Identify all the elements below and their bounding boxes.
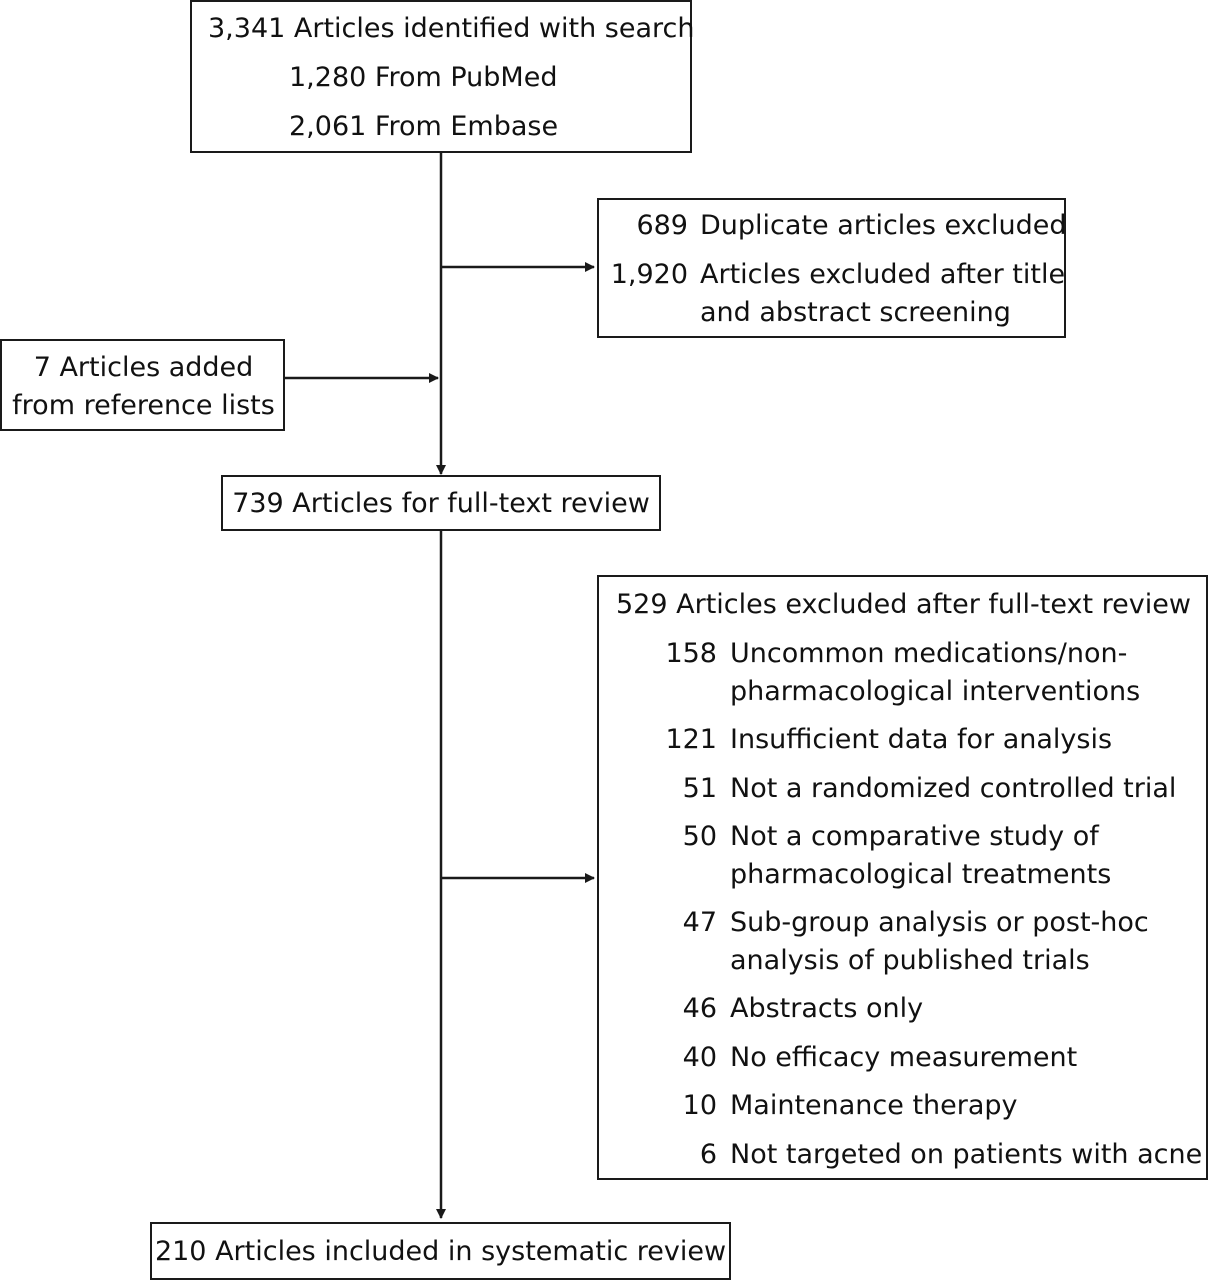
fulltext-review-box: 739 Articles for full-text review [221,475,661,531]
duplicates-count: 689 [636,210,688,241]
reason-label: Maintenance therapy [730,1090,1018,1121]
added-articles-box: 7 Articles added from reference lists [0,339,285,431]
reason-label-cont: pharmacological interventions [730,676,1141,707]
excluded-fulltext-header: 529 Articles excluded after full-text re… [616,589,1191,620]
excluded-screening-box: 689 Duplicate articles excluded 1,920 Ar… [597,198,1067,338]
fulltext-label: 739 Articles for full-text review [232,488,650,519]
reason-count: 46 [682,993,717,1024]
reason-label: No efficacy measurement [730,1042,1078,1073]
reason-count: 47 [682,907,717,938]
reason-label: Insufficient data for analysis [730,724,1113,755]
search-total: 3,341 Articles identified with search [208,13,695,44]
reason-count: 40 [682,1042,717,1073]
reason-count: 51 [682,773,717,804]
excluded-fulltext-box: 529 Articles excluded after full-text re… [597,575,1208,1180]
reason-count: 158 [665,638,717,669]
reason-label: Not a randomized controlled trial [730,773,1177,804]
reason-label-cont: pharmacological treatments [730,859,1112,890]
included-box: 210 Articles included in systematic revi… [150,1222,731,1280]
reason-count: 6 [699,1139,717,1170]
search-box: 3,341 Articles identified with search 1,… [190,0,695,153]
title-screening-count: 1,920 [610,259,688,290]
reason-label: Abstracts only [730,993,924,1024]
reason-label: Sub-group analysis or post-hoc [730,907,1149,938]
reason-count: 50 [682,821,717,852]
duplicates-label: Duplicate articles excluded [700,210,1067,241]
title-screening-label-1: Articles excluded after title [700,259,1066,290]
reason-label-cont: analysis of published trials [730,945,1090,976]
reason-label: Not targeted on patients with acne [730,1139,1203,1170]
reason-count: 10 [682,1090,717,1121]
reason-label: Not a comparative study of [730,821,1099,852]
added-line-2: from reference lists [12,390,275,421]
added-line-1: 7 Articles added [33,352,254,383]
search-pubmed: 1,280 From PubMed [289,62,558,93]
search-embase: 2,061 From Embase [289,111,559,142]
title-screening-label-2: and abstract screening [700,297,1011,328]
reason-label: Uncommon medications/non- [730,638,1128,669]
included-label: 210 Articles included in systematic revi… [154,1236,727,1267]
reason-count: 121 [665,724,717,755]
